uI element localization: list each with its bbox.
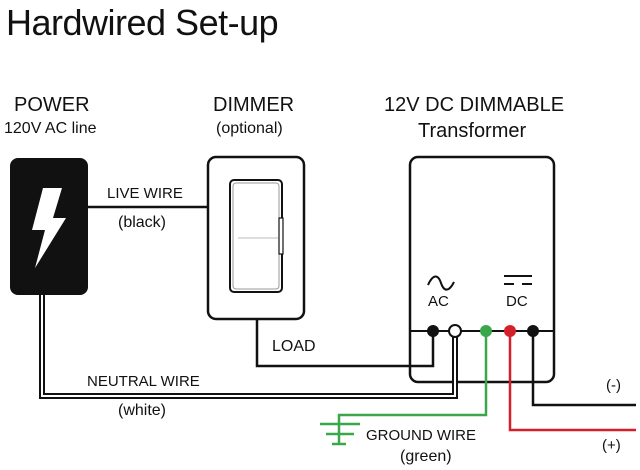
load-label: LOAD bbox=[272, 338, 316, 355]
dimmer-slider bbox=[278, 217, 284, 255]
load-wire bbox=[255, 319, 435, 368]
ac-sine-icon bbox=[427, 275, 455, 291]
terminal-dc-positive bbox=[504, 325, 516, 337]
terminal-ground bbox=[480, 325, 492, 337]
transformer-box bbox=[408, 155, 556, 384]
negative-label: (-) bbox=[606, 377, 621, 394]
dimmer-title: DIMMER bbox=[213, 94, 295, 116]
ground-wire-label: GROUND WIRE bbox=[366, 427, 476, 444]
live-wire-label: LIVE WIRE bbox=[107, 185, 183, 202]
negative-wire bbox=[531, 331, 636, 407]
lightning-bolt-icon bbox=[32, 188, 66, 268]
ground-symbol-icon bbox=[320, 422, 360, 446]
ground-wire bbox=[337, 331, 488, 444]
transformer-title: 12V DC DIMMABLE bbox=[384, 94, 565, 116]
dimmer-switch bbox=[229, 179, 283, 293]
terminal-ac-live bbox=[427, 325, 439, 337]
positive-label: (+) bbox=[602, 437, 621, 454]
power-title: POWER bbox=[14, 94, 90, 116]
transformer-subtitle: Transformer bbox=[418, 120, 527, 142]
neutral-wire-color: (white) bbox=[118, 402, 167, 419]
live-wire-color: (black) bbox=[118, 214, 167, 231]
ac-label: AC bbox=[428, 293, 449, 310]
dc-label: DC bbox=[506, 293, 528, 310]
power-subtitle: 120V AC line bbox=[4, 120, 97, 137]
dc-symbol-icon bbox=[504, 275, 532, 285]
diagram-title: Hardwired Set-up bbox=[6, 2, 279, 43]
ground-wire-color: (green) bbox=[400, 448, 452, 465]
terminal-ac-neutral bbox=[448, 324, 462, 338]
positive-wire bbox=[508, 331, 636, 432]
dimmer-subtitle: (optional) bbox=[216, 120, 283, 137]
terminal-dc-negative bbox=[527, 325, 539, 337]
neutral-wire-label: NEUTRAL WIRE bbox=[87, 373, 200, 390]
